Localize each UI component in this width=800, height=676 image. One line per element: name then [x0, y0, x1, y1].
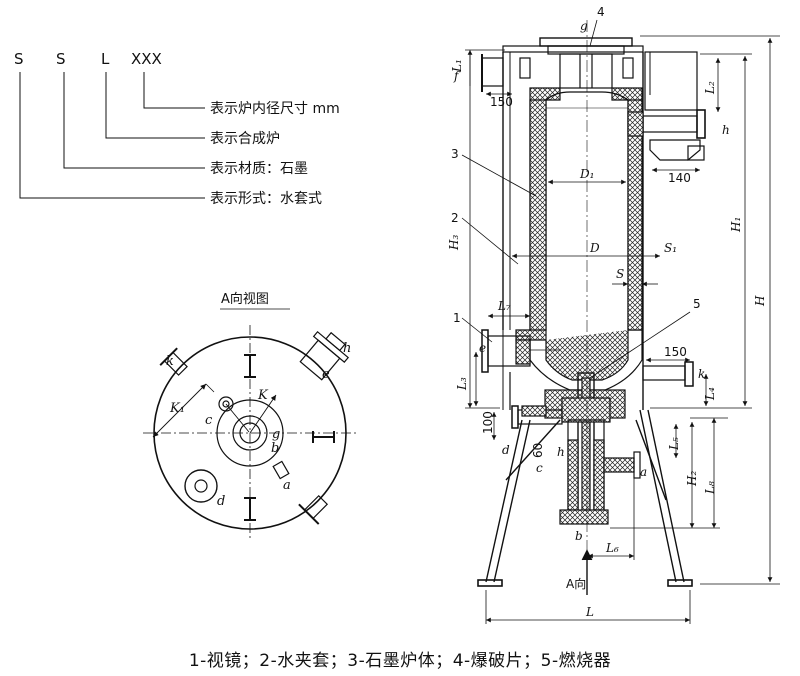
label-60: 60 [531, 443, 545, 458]
label-c: c [536, 461, 543, 475]
label-f: f [453, 69, 461, 83]
label-S1: S₁ [664, 241, 677, 255]
label-L1: L₁ [450, 59, 464, 73]
code-meaning-3: 表示材质：石墨 [210, 161, 308, 177]
furnace-labels: g 4 L₁ f 150 L₂ h 3 D₁ 140 2 H₃ D S₁ H₁ … [447, 5, 767, 619]
code-letter-1: S [14, 50, 24, 68]
label-D1: D₁ [579, 167, 594, 181]
view-a-label-k: k [166, 354, 174, 369]
label-L5: L₅ [667, 437, 681, 451]
label-1: 1 [453, 311, 461, 325]
view-a-labels: k h e c g b a d K₁ K [166, 341, 351, 509]
view-a-label-K: K [257, 388, 269, 403]
code-meaning-2: 表示合成炉 [210, 131, 280, 147]
label-H3: H₃ [447, 235, 461, 251]
label-100: 100 [481, 411, 495, 434]
label-L7: L₇ [497, 299, 511, 313]
label-b: b [575, 529, 583, 543]
label-H: H [753, 295, 767, 307]
label-d: d [502, 443, 510, 457]
view-a-label-d: d [217, 494, 225, 509]
code-meaning-4: 表示形式：水套式 [210, 191, 322, 207]
label-L2: L₂ [703, 81, 717, 95]
code-designation: S S L XXX 表示炉内径尺寸 mm 表示合成炉 表示材质：石墨 表示形式：… [14, 50, 340, 207]
furnace-body [477, 20, 706, 590]
label-3: 3 [451, 147, 459, 161]
label-2: 2 [451, 211, 459, 225]
label-H2: H₂ [685, 471, 699, 487]
view-a-label-k1: K₁ [169, 401, 185, 416]
label-h: h [722, 123, 730, 137]
label-H1: H₁ [729, 217, 743, 233]
label-L3: L₃ [455, 377, 469, 391]
label-e: e [479, 341, 486, 355]
label-a: a [640, 465, 647, 479]
label-L6: L₆ [605, 541, 619, 555]
figure-caption: 1-视镜；2-水夹套；3-石墨炉体；4-爆破片；5-燃烧器 [188, 651, 612, 671]
view-a-label-a: a [283, 478, 291, 493]
label-S: S [616, 267, 624, 281]
view-a-label-b: b [271, 441, 279, 456]
label-150-top: 150 [490, 95, 513, 109]
label-h2: h [557, 445, 565, 459]
view-a-title: A向视图 [221, 291, 269, 307]
label-Aview: A向 [566, 576, 586, 591]
label-g: g [580, 19, 588, 33]
label-L4: L₄ [703, 387, 717, 401]
view-a-label-c: c [205, 413, 213, 428]
view-a-label-e: e [322, 367, 330, 382]
code-letter-4: XXX [131, 50, 162, 68]
view-a-label-h: h [343, 341, 351, 356]
furnace-dimensions [461, 19, 780, 624]
label-4: 4 [597, 5, 605, 19]
view-a: A向视图 [143, 291, 357, 540]
label-k: k [698, 367, 705, 381]
code-letter-2: S [56, 50, 66, 68]
label-L8: L₈ [703, 481, 717, 495]
label-L: L [585, 605, 594, 619]
label-140: 140 [668, 171, 691, 185]
code-meaning-1: 表示炉内径尺寸 mm [210, 101, 340, 117]
label-D: D [589, 241, 600, 255]
label-5: 5 [693, 297, 701, 311]
label-150-mid: 150 [664, 345, 687, 359]
view-a-label-g: g [272, 427, 280, 442]
code-letter-3: L [101, 50, 110, 68]
